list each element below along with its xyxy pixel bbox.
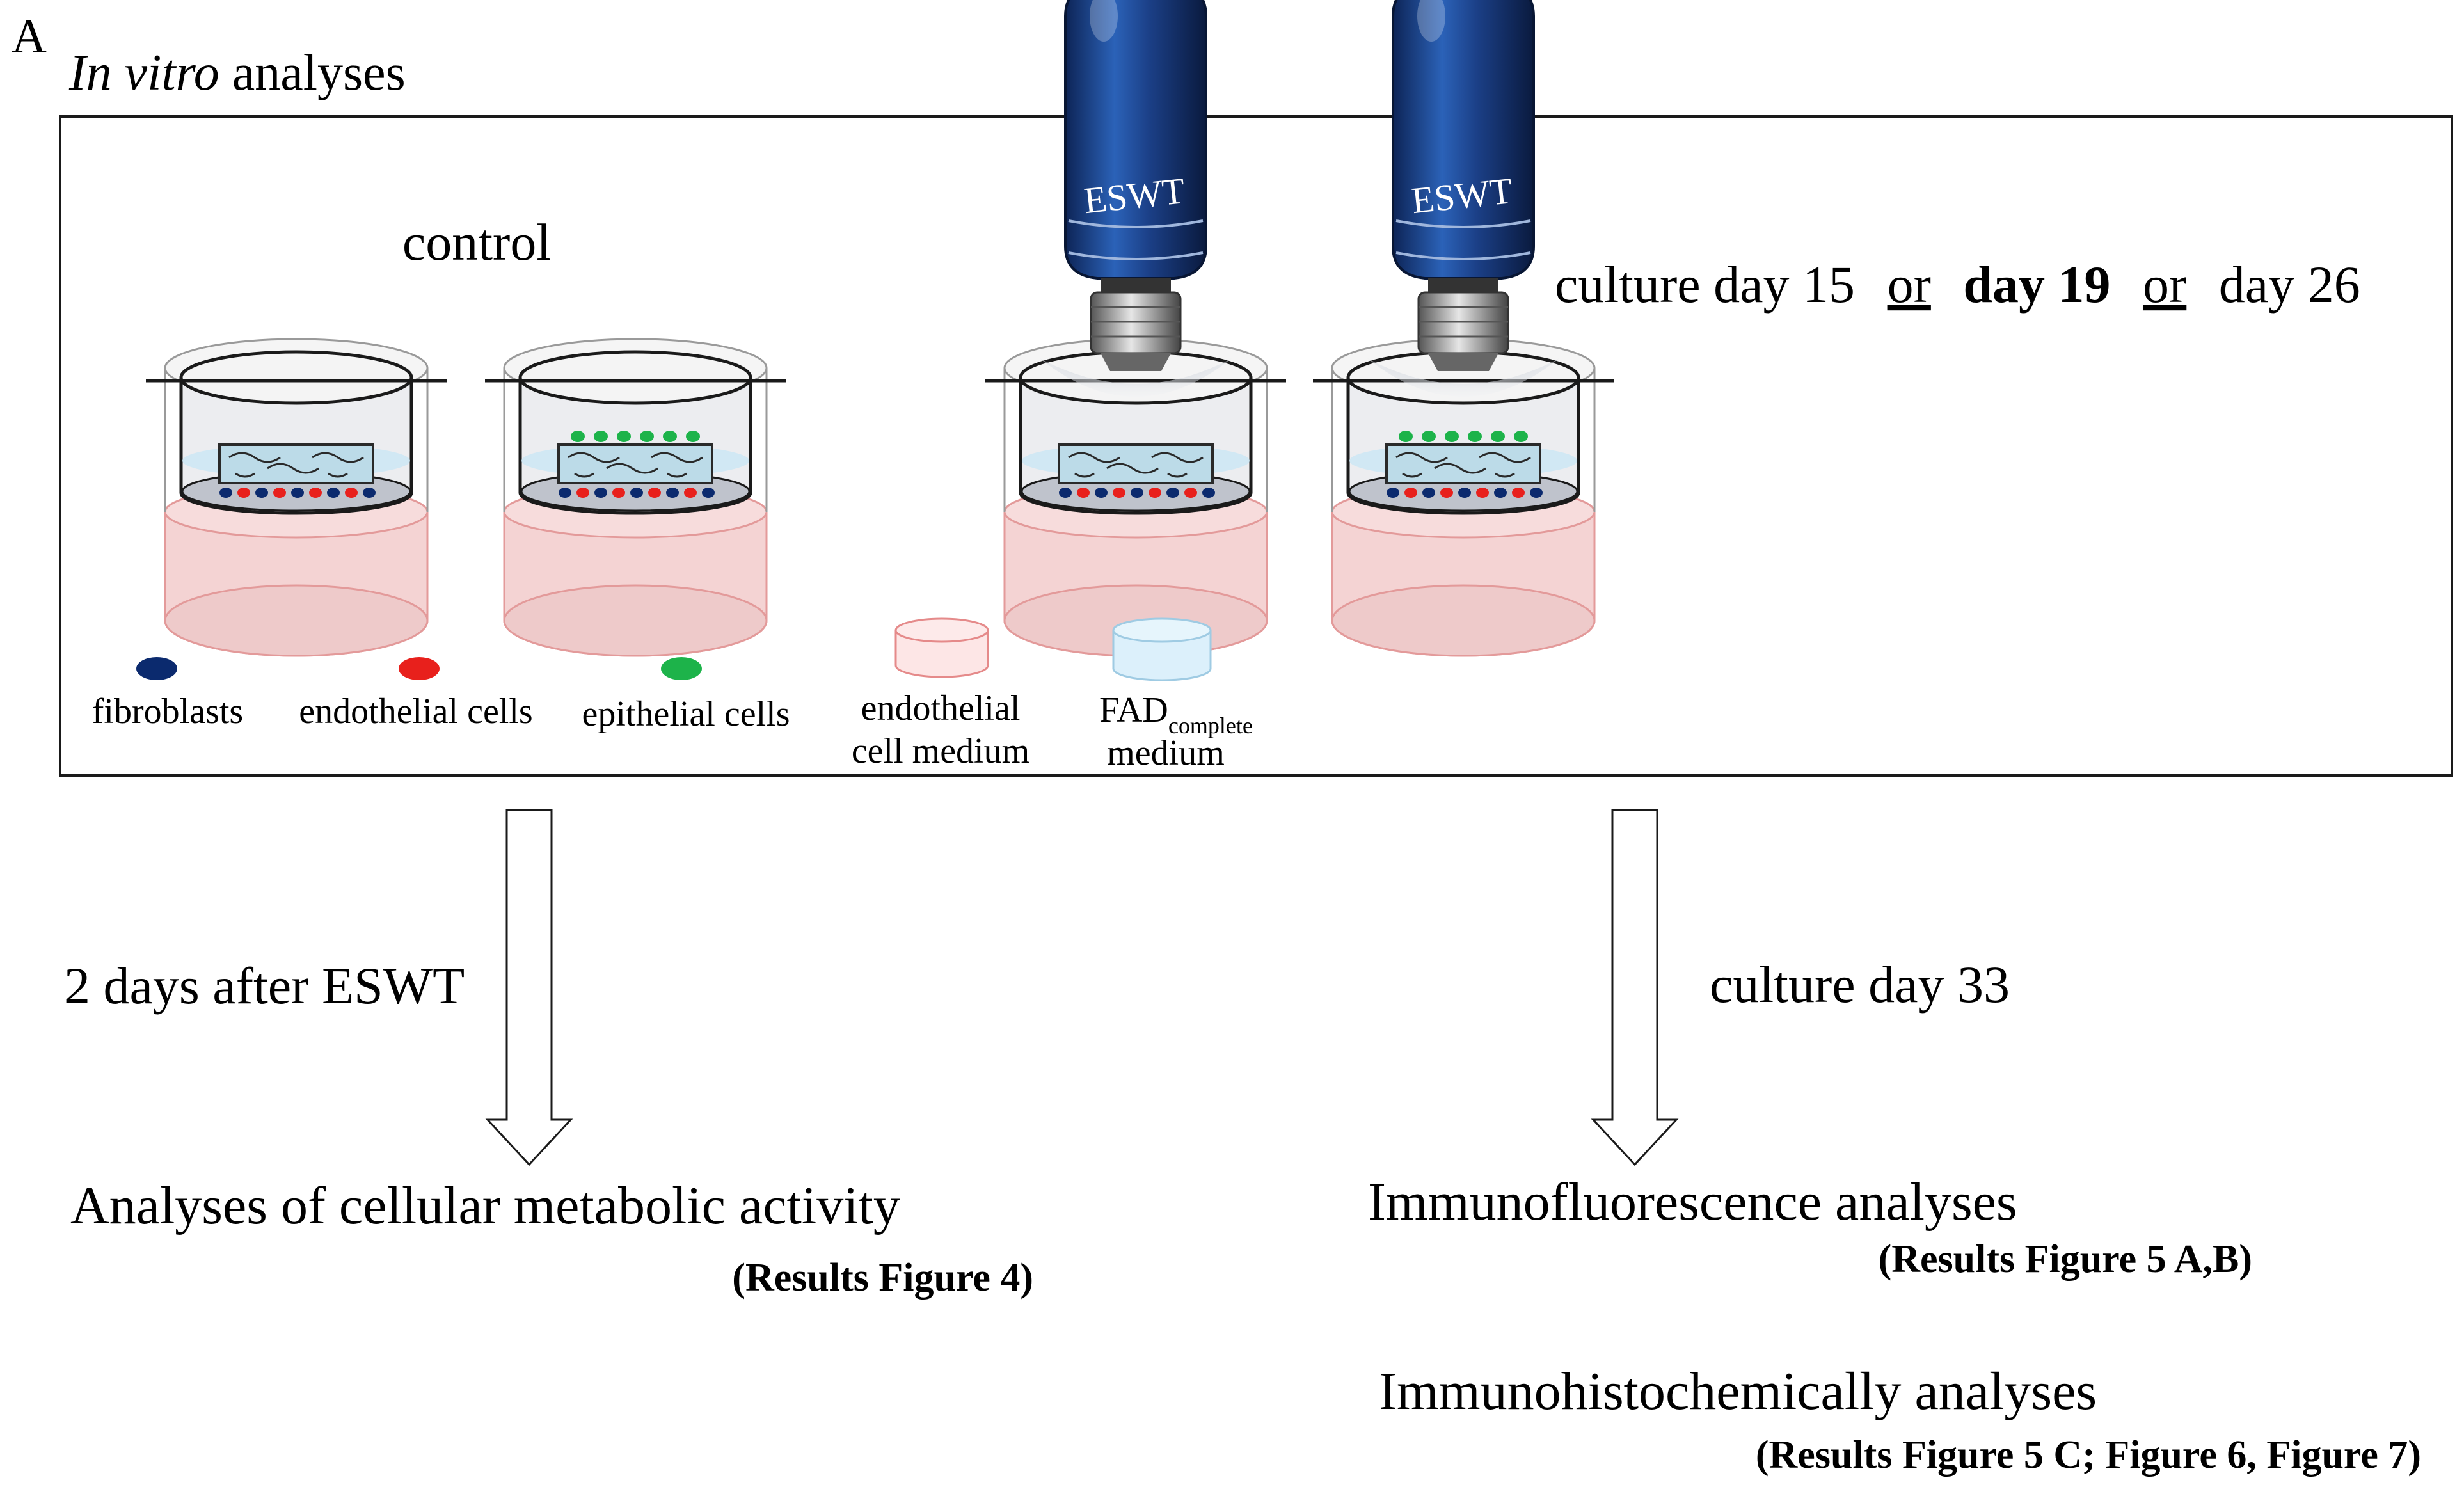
left-down-arrow — [485, 809, 573, 1166]
heading-italic: In vitro — [68, 45, 219, 101]
eswt-device-1: ESWT — [1064, 0, 1207, 372]
legend-endothelial-medium-icon — [894, 617, 989, 678]
right-result-ref-1: (Results Figure 5 A,B) — [1879, 1237, 2252, 1281]
right-result-title-2: Immunohistochemically analyses — [1379, 1362, 2097, 1421]
right-arrow-label: culture day 33 — [1710, 955, 2010, 1014]
left-result-ref: (Results Figure 4) — [732, 1256, 1033, 1300]
timing-prefix: culture day 15 — [1555, 255, 1855, 314]
in-vitro-frame — [59, 115, 2453, 777]
left-result-title: Analyses of cellular metabolic activity — [70, 1176, 900, 1236]
timing-suffix: day 26 — [2219, 255, 2360, 314]
eswt-device-2: ESWT — [1392, 0, 1535, 372]
legend-fad-main: FAD — [1099, 690, 1168, 730]
legend-fad-medium-line2: medium — [1107, 733, 1225, 773]
legend-epithelial-dot — [661, 657, 702, 680]
control-label: control — [402, 213, 551, 271]
legend: fibroblasts endothelial cells epithelial… — [92, 617, 1253, 773]
well-control-triculture — [485, 339, 786, 656]
left-arrow-label: 2 days after ESWT — [64, 957, 465, 1015]
legend-endothelial-medium-line1: endothelial — [861, 688, 1021, 728]
well-control-coculture — [146, 339, 447, 656]
legend-endothelial-dot — [399, 657, 440, 680]
heading-rest: analyses — [219, 45, 406, 101]
heading: In vitro analyses — [68, 45, 406, 101]
timing-or-2: or — [2143, 255, 2186, 314]
timing-or-1: or — [1888, 255, 1931, 314]
right-down-arrow — [1591, 809, 1679, 1166]
right-result-title-1: Immunofluorescence analyses — [1368, 1172, 2017, 1232]
legend-fad-medium-line1: FADcomplete — [1099, 690, 1253, 738]
timing-label: culture day 15 or day 19 or day 26 — [1555, 255, 2360, 314]
right-result-ref-2: (Results Figure 5 C; Figure 6, Figure 7) — [1756, 1433, 2421, 1477]
legend-fibroblast-dot — [136, 657, 177, 680]
legend-fad-medium-icon — [1112, 617, 1212, 681]
legend-fad-sub: complete — [1168, 713, 1253, 738]
timing-bold: day 19 — [1963, 255, 2110, 314]
legend-epithelial-label: epithelial cells — [582, 694, 790, 734]
legend-endothelial-label: endothelial cells — [299, 692, 532, 731]
panel-label: A — [12, 10, 47, 63]
legend-endothelial-medium-line2: cell medium — [852, 731, 1029, 771]
legend-fibroblasts-label: fibroblasts — [92, 692, 243, 731]
